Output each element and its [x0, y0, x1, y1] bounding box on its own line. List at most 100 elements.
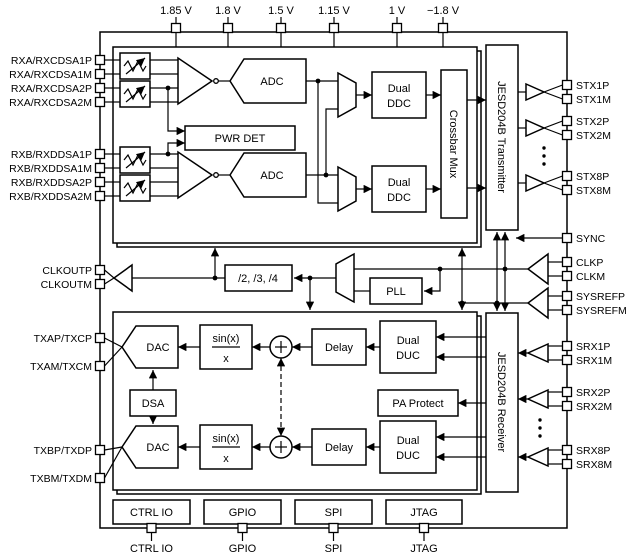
rx-amplifiers: [177, 56, 219, 200]
wire: [104, 277, 115, 285]
pin-label: RXB/RXDDSA2P: [11, 177, 92, 189]
wire: [104, 337, 123, 348]
wire: [543, 120, 563, 129]
ctrl-io-rect: [112, 499, 191, 525]
pin-label: CLKOUTM: [41, 279, 92, 291]
pin-label: RXB/RXDDSA1M: [9, 163, 92, 175]
junction-dots: [165, 78, 508, 306]
ellipsis-dot: [538, 418, 542, 422]
pin-label: RXA/RXCDSA1P: [11, 55, 92, 67]
sinx-b-block: sin(x) x: [199, 424, 253, 470]
dac-b-block: DAC: [121, 425, 179, 469]
ddc-label-line1: Dual: [388, 83, 411, 95]
pin-label: RXA/RXCDSA2P: [11, 83, 92, 95]
pin-square: [94, 190, 106, 202]
gpio-label: GPIO: [229, 507, 257, 519]
clock-blocks: /2, /3, /4 PLL: [112, 252, 549, 320]
left-clkout-pins: CLKOUTP CLKOUTM: [41, 264, 106, 291]
pin-square: [561, 458, 573, 470]
wire: [424, 269, 441, 296]
amp-output-node: [213, 172, 219, 178]
supply-label: −1.8 V: [427, 5, 460, 17]
ellipsis-dot: [542, 146, 546, 150]
duc-label-line2: DUC: [396, 450, 420, 462]
pin-square: [328, 22, 340, 34]
pin-square: [94, 472, 106, 484]
sinx-denominator: x: [223, 453, 229, 465]
pin-label: TXAM/TXCM: [30, 361, 92, 373]
pin-square: [94, 444, 106, 456]
pin-square: [94, 278, 106, 290]
delay-rect: [311, 328, 367, 366]
pin-square: [418, 522, 430, 534]
left-rx-pins: RXA/RXCDSA1P RXA/RXCDSA1M RXA/RXCDSA2P R…: [9, 54, 106, 203]
pin-label: CLKM: [576, 271, 605, 283]
pin-square: [561, 304, 573, 316]
pin-label: SRX8P: [576, 445, 610, 457]
dual-duc-2-block: Dual DUC: [379, 420, 437, 474]
duc-label-line2: DUC: [396, 350, 420, 362]
pin-square: [561, 290, 573, 302]
pin-square: [561, 270, 573, 282]
pin-label: SYSREFM: [576, 305, 627, 317]
supply-label: 1.15 V: [318, 5, 350, 17]
dual-duc-1-block: Dual DUC: [379, 320, 437, 374]
pin-label: SYSREFP: [576, 291, 625, 303]
wire: [104, 446, 123, 451]
pin-label: SRX2M: [576, 401, 612, 413]
wire: [325, 108, 338, 175]
pin-square: [561, 170, 573, 182]
pin-square: [146, 522, 157, 534]
wire: [167, 88, 185, 136]
junction-dot: [212, 275, 218, 281]
duc-label-line1: Dual: [397, 435, 420, 447]
variable-arrow: [125, 151, 146, 169]
pin-square: [94, 68, 106, 80]
amplifier-a: [177, 56, 214, 106]
clkout-buffer: [112, 263, 133, 293]
clk-input-buffer: [526, 252, 549, 286]
pin-square: [94, 148, 106, 160]
stx-output-buffer: [525, 82, 546, 102]
ddc-rect: [371, 165, 427, 213]
wire: [104, 269, 115, 279]
pin-square: [561, 386, 573, 398]
pin-label: STX1P: [576, 80, 609, 92]
wire: [543, 175, 563, 184]
power-supply-pins: 1.85 V 1.8 V 1.5 V 1.15 V 1 V −1.8 V: [160, 5, 460, 47]
spi-label: SPI: [325, 507, 343, 519]
pin-label: RXB/RXDDSA2M: [9, 191, 92, 203]
pin-label: STX8P: [576, 171, 609, 183]
junction-dot: [323, 172, 329, 178]
pin-square: [561, 115, 573, 127]
divider-label: /2, /3, /4: [238, 273, 278, 285]
adc-label: ADC: [260, 170, 283, 182]
pin-square: [391, 22, 403, 34]
wire: [103, 446, 123, 479]
supply-label: 1.85 V: [160, 5, 192, 17]
pin-square: [561, 79, 573, 91]
stx-output-buffer: [525, 118, 546, 138]
sinx-denominator: x: [223, 353, 229, 365]
stx-output-buffer: [525, 173, 546, 193]
pin-label: SRX1P: [576, 341, 610, 353]
pin-square: [561, 340, 573, 352]
rx-wires: [104, 59, 486, 204]
spi-rect: [294, 499, 373, 525]
jesd-rx-label: JESD204B Receiver: [495, 352, 507, 453]
wire: [317, 81, 338, 204]
jtag-label: JTAG: [410, 507, 437, 519]
pin-label: CTRL IO: [130, 543, 173, 555]
pin-square: [437, 22, 449, 34]
pin-label: TXBP/TXDP: [34, 445, 92, 457]
ellipsis-dot: [538, 426, 542, 430]
dual-ddc-2-block: Dual DDC: [371, 165, 427, 213]
crossbar-label: Crossbar Mux: [447, 110, 459, 179]
srx-input-buffer: [526, 342, 549, 364]
pll-label: PLL: [386, 286, 406, 298]
jesd-tx-label: JESD204B Transmitter: [495, 81, 507, 193]
variable-arrow: [125, 179, 146, 197]
ellipsis-dot: [542, 154, 546, 158]
